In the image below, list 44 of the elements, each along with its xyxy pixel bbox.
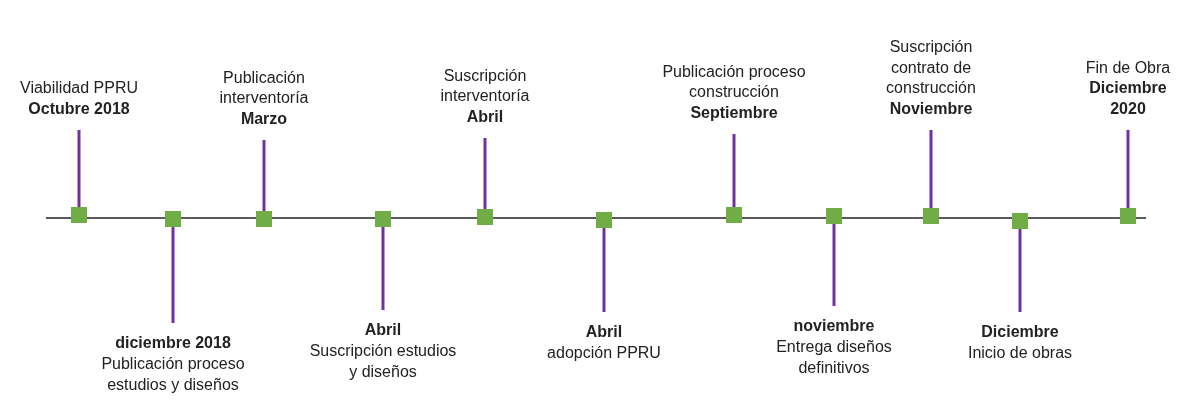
milestone-date: Noviembre	[888, 99, 974, 120]
milestone-label: Suscripción estudios y diseños	[308, 340, 458, 382]
connector-line	[602, 228, 606, 312]
milestone-label: Fin de Obra	[1084, 57, 1172, 78]
marker-square	[1012, 213, 1028, 229]
marker-square	[477, 209, 493, 225]
milestone-date: Octubre 2018	[27, 99, 131, 120]
milestone-date: Abril	[363, 320, 403, 340]
connector-line	[171, 227, 175, 323]
marker-square	[256, 211, 272, 227]
milestone-date: diciembre 2018	[114, 333, 232, 353]
milestone-label: Publicación interventoría	[218, 67, 310, 109]
milestone-label: Suscripción contrato de construcción	[885, 36, 977, 99]
connector-line	[483, 138, 487, 209]
connector-line	[262, 140, 266, 211]
milestone-date: Diciembre	[980, 322, 1060, 342]
marker-square	[1120, 208, 1136, 224]
milestone-date: Septiembre	[689, 103, 779, 124]
milestone-label: Publicación proceso construcción	[661, 61, 807, 103]
connector-line	[1018, 229, 1022, 312]
milestone-label: Viabilidad PPRU	[19, 78, 139, 99]
milestone-label: adopción PPRU	[546, 342, 662, 363]
milestone-label: Entrega diseños definitivos	[775, 336, 893, 378]
milestone-date: Abril	[584, 322, 624, 342]
marker-square	[726, 207, 742, 223]
marker-square	[71, 207, 87, 223]
marker-square	[165, 211, 181, 227]
milestone-label: Suscripción interventoría	[439, 65, 531, 107]
milestone-date: Marzo	[239, 109, 289, 130]
milestone-label: Publicación proceso estudios y diseños	[100, 353, 246, 395]
connector-line	[732, 134, 736, 207]
connector-line	[929, 130, 933, 208]
connector-line	[832, 224, 836, 306]
milestone-date: noviembre	[792, 316, 876, 336]
milestone-label: Inicio de obras	[966, 342, 1074, 363]
marker-square	[826, 208, 842, 224]
connector-line	[77, 130, 81, 207]
milestone-date: Abril	[465, 107, 505, 128]
marker-square	[375, 211, 391, 227]
milestone-date: Diciembre 2020	[1088, 78, 1168, 120]
marker-square	[596, 212, 612, 228]
marker-square	[923, 208, 939, 224]
connector-line	[1126, 130, 1130, 208]
connector-line	[381, 227, 385, 310]
